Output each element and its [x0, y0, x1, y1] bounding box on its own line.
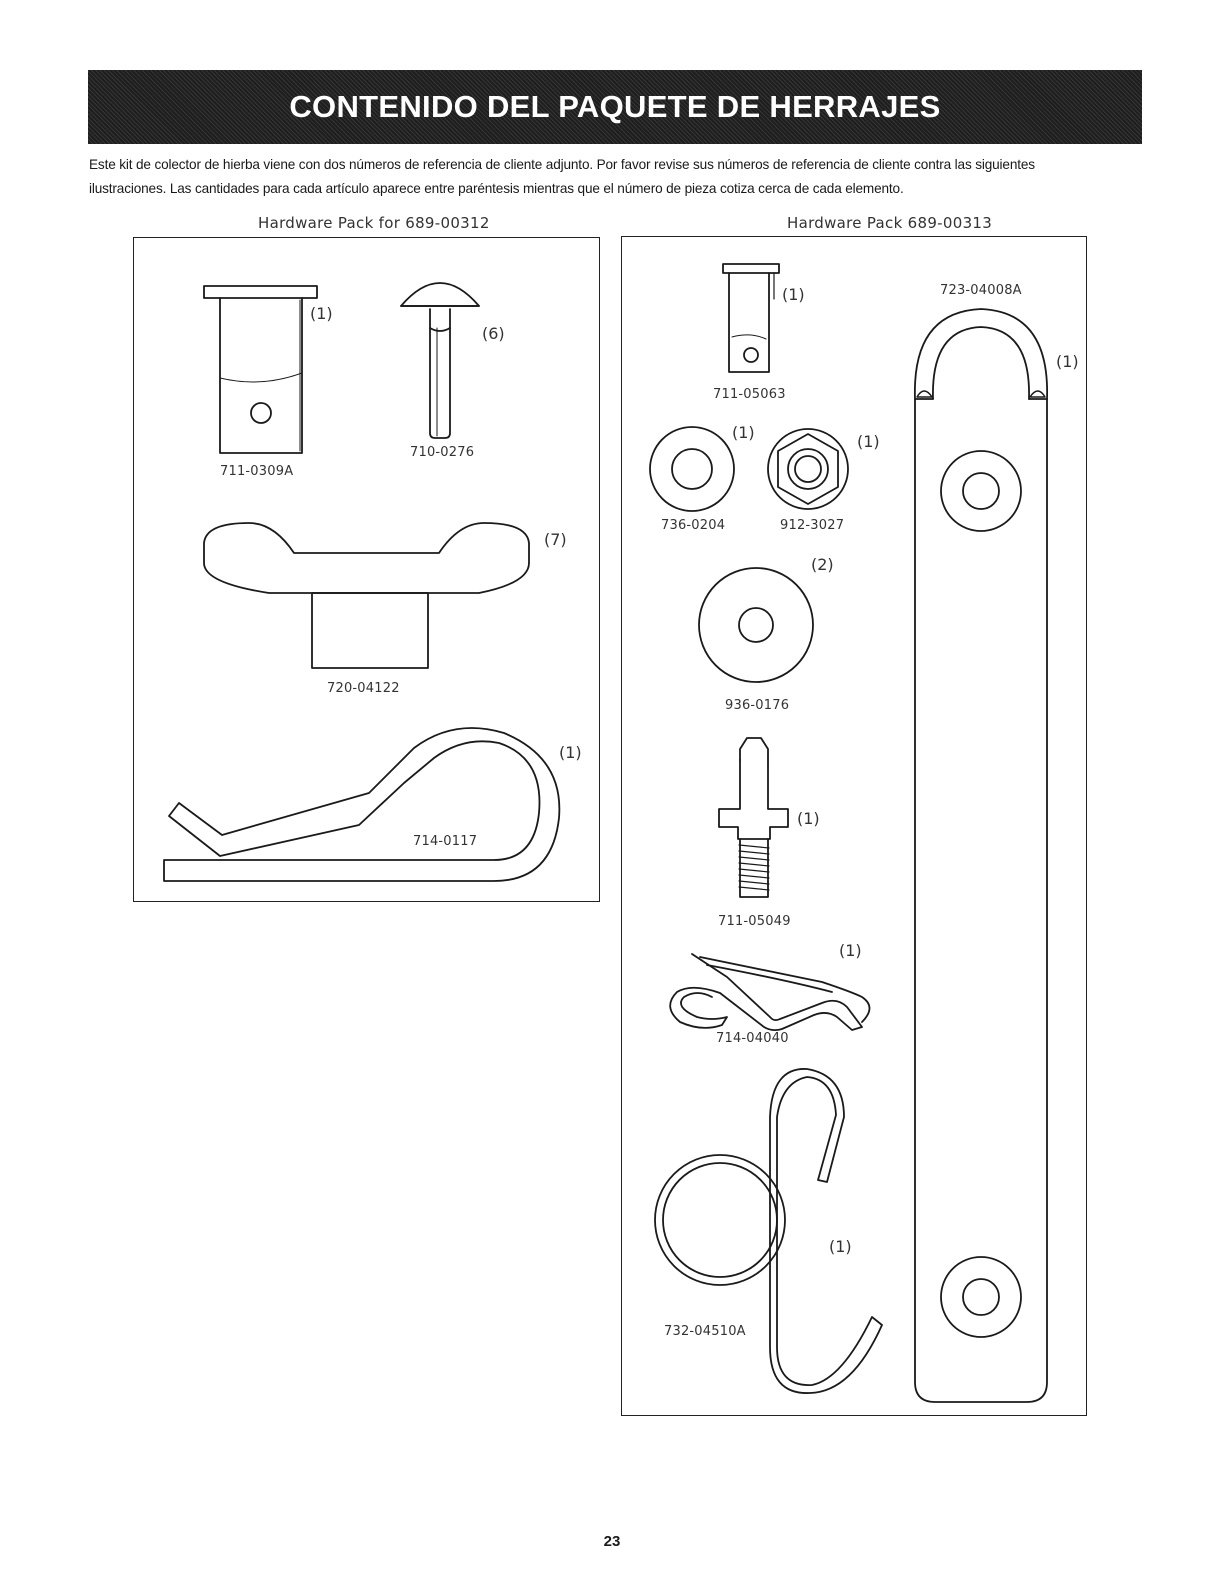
strap-bracket-icon: [914, 308, 1048, 1403]
part-label-912-3027: 912-3027: [780, 518, 845, 533]
part-label-732-04510A: 732-04510A: [664, 1324, 746, 1339]
wing-knob-icon: [203, 522, 530, 669]
hex-nut-icon: [767, 428, 849, 510]
part-label-714-0117: 714-0117: [413, 834, 478, 849]
part-label-936-0176: 936-0176: [725, 698, 790, 713]
qty-720-04122: (7): [544, 530, 567, 549]
cotter-clip-icon: [669, 953, 871, 1032]
part-label-714-04040: 714-04040: [716, 1031, 789, 1046]
qty-736-0204: (1): [732, 423, 755, 442]
qty-711-0309A: (1): [310, 304, 333, 323]
page-title: CONTENIDO DEL PAQUETE DE HERRAJES: [289, 89, 941, 124]
shoulder-stud-icon: [718, 737, 789, 898]
page-number: 23: [603, 1533, 621, 1550]
pack-right-title: Hardware Pack 689-00313: [787, 214, 993, 232]
washer-icon: [649, 426, 735, 512]
part-label-710-0276: 710-0276: [410, 445, 475, 460]
part-label-711-05063: 711-05063: [713, 387, 786, 402]
part-label-711-0309A: 711-0309A: [220, 464, 294, 479]
qty-710-0276: (6): [482, 324, 505, 343]
qty-714-04040: (1): [839, 941, 862, 960]
pack-right-panel: (1) 711-05063 (1) 736-0204 (1) 912-3027 …: [621, 236, 1087, 1416]
qty-714-0117: (1): [559, 743, 582, 762]
flat-washer-icon: [698, 567, 814, 683]
part-label-720-04122: 720-04122: [327, 681, 400, 696]
pack-left-panel: (1) 711-0309A (6) 710-0276 (7) 720-04122…: [133, 237, 600, 902]
clevis-pin-icon: [722, 263, 780, 373]
intro-line-2: ilustraciones. Las cantidades para cada …: [89, 181, 904, 196]
intro-paragraph: Este kit de colector de hierba viene con…: [89, 153, 1149, 201]
section-banner: CONTENIDO DEL PAQUETE DE HERRAJES: [88, 70, 1142, 144]
qty-936-0176: (2): [811, 555, 834, 574]
part-label-711-05049: 711-05049: [718, 914, 791, 929]
hairpin-clip-icon: [163, 727, 561, 882]
qty-912-3027: (1): [857, 432, 880, 451]
qty-711-05049: (1): [797, 809, 820, 828]
spring-hook-icon: [654, 1068, 883, 1394]
part-label-723-04008A: 723-04008A: [940, 283, 1022, 298]
qty-723-04008A: (1): [1056, 352, 1079, 371]
part-label-736-0204: 736-0204: [661, 518, 726, 533]
carriage-bolt-icon: [400, 282, 480, 439]
qty-732-04510A: (1): [829, 1237, 852, 1256]
intro-line-1: Este kit de colector de hierba viene con…: [89, 157, 1035, 172]
pack-left-title: Hardware Pack for 689-00312: [258, 214, 490, 232]
qty-711-05063: (1): [782, 285, 805, 304]
clevis-pin-icon: [203, 285, 318, 454]
